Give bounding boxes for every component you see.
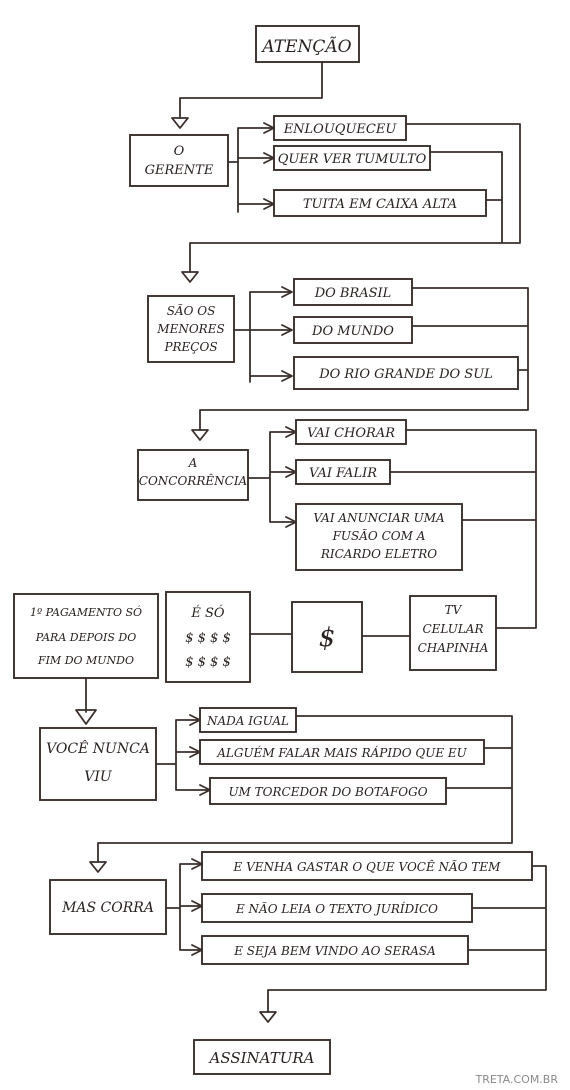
products-line: CHAPINHA [418, 641, 489, 655]
s6-merge-lines [267, 865, 547, 1013]
s2-option-box [293, 316, 413, 344]
arrow-down-icon [171, 117, 189, 129]
signature-box [193, 1039, 331, 1075]
products-line: CELULAR [422, 622, 483, 636]
s2-option-text: DO BRASIL [314, 286, 392, 301]
s1-option-text: TUITA EM CAIXA ALTA [303, 197, 457, 212]
s6-option-text: E SEJA BEM VINDO AO SERASA [233, 944, 436, 958]
s5-subject-box [39, 727, 157, 801]
connector-title-to-s1 [179, 61, 323, 119]
s3-option-box-multi [295, 503, 463, 571]
s1-option-box [273, 189, 487, 217]
s5-subject-line: VOCÊ NUNCA [46, 739, 150, 757]
s3-merge-lines [389, 429, 537, 629]
s2-option-box [293, 356, 519, 390]
dollar-box [291, 601, 363, 673]
title-text: ATENÇÃO [260, 36, 351, 57]
s3-option-multi-line: VAI ANUNCIAR UMA [313, 511, 445, 525]
s2-subject-box [147, 295, 235, 363]
s1-subject-line: GERENTE [145, 163, 214, 178]
s2-branch-lines [233, 291, 291, 383]
s6-branch-lines [165, 863, 201, 951]
s5-option-text: ALGUÉM FALAR MAIS RÁPIDO QUE EU [216, 745, 467, 760]
s6-option-text: E VENHA GASTAR O QUE VOCÊ NÃO TEM [233, 859, 502, 874]
s5-option-text: NADA IGUAL [206, 714, 289, 728]
s5-merge-lines [97, 715, 513, 863]
s1-branch-lines [227, 127, 273, 213]
s5-option-box [199, 739, 485, 765]
s2-subject-line: SÃO OS [167, 303, 216, 318]
s2-subject-line: PREÇOS [163, 340, 217, 354]
s3-subject-line: CONCORRÊNCIA [139, 473, 248, 488]
s6-subject-box [49, 879, 167, 935]
s3-branch-lines [247, 431, 295, 523]
title-box [255, 25, 360, 63]
s2-subject-line: MENORES [156, 322, 224, 336]
arrow-down-icon [89, 861, 107, 873]
s2-merge-lines [199, 287, 529, 431]
s3-option-text: VAI CHORAR [307, 426, 395, 441]
s3-subject-box [137, 449, 249, 501]
s3-option-box [295, 419, 407, 445]
payment-line: FIM DO MUNDO [37, 654, 134, 667]
s3-option-multi-line: FUSÃO COM A [332, 528, 426, 543]
money-line: É SÓ [190, 604, 225, 621]
money-line: $ $ $ $ [185, 655, 230, 670]
s6-option-text: E NÃO LEIA O TEXTO JURÍDICO [235, 901, 438, 916]
arrow-down-icon [259, 1011, 277, 1023]
s1-option-box [273, 145, 431, 171]
arrow-right-icon [191, 858, 203, 956]
s6-subject-text: MAS CORRA [61, 900, 154, 916]
payment-line: PARA DEPOIS DO [35, 631, 137, 644]
s5-option-text: UM TORCEDOR DO BOTAFOGO [228, 785, 427, 799]
money-line: $ $ $ $ [185, 631, 230, 646]
s3-subject-line: A [188, 456, 198, 470]
arrow-down-icon [181, 271, 199, 283]
s3-option-text: VAI FALIR [309, 466, 377, 481]
s2-option-text: DO RIO GRANDE DO SUL [318, 367, 493, 382]
s1-subject-line: O [174, 144, 185, 159]
dollar-sign-icon: $ [319, 623, 336, 653]
watermark: TRETA.COM.BR [474, 1073, 558, 1086]
s2-option-text: DO MUNDO [311, 324, 394, 339]
payment-line: 1º PAGAMENTO SÓ [30, 605, 142, 619]
arrow-right-icon [281, 286, 293, 382]
arrow-right-icon [285, 426, 297, 528]
s5-option-box [199, 707, 297, 733]
products-box [409, 595, 497, 671]
money-box [165, 591, 251, 683]
s3-option-multi-line: RICARDO ELETRO [320, 547, 437, 561]
s1-subject-box [129, 134, 229, 187]
s1-merge-lines [189, 123, 521, 273]
s2-option-box [293, 278, 413, 306]
s1-option-box [273, 115, 407, 141]
s1-option-text: QUER VER TUMULTO [278, 152, 427, 167]
s5-branch-lines [155, 719, 209, 791]
arrow-right-icon [263, 122, 275, 210]
arrow-down-icon [75, 709, 97, 725]
products-line: TV [445, 603, 463, 617]
s5-subject-line: VIU [84, 769, 113, 785]
arrow-down-icon [191, 429, 209, 441]
signature-text: ASSINATURA [208, 1049, 315, 1067]
s5-option-box [209, 777, 447, 805]
s1-option-text: ENLOUQUECEU [283, 122, 398, 137]
